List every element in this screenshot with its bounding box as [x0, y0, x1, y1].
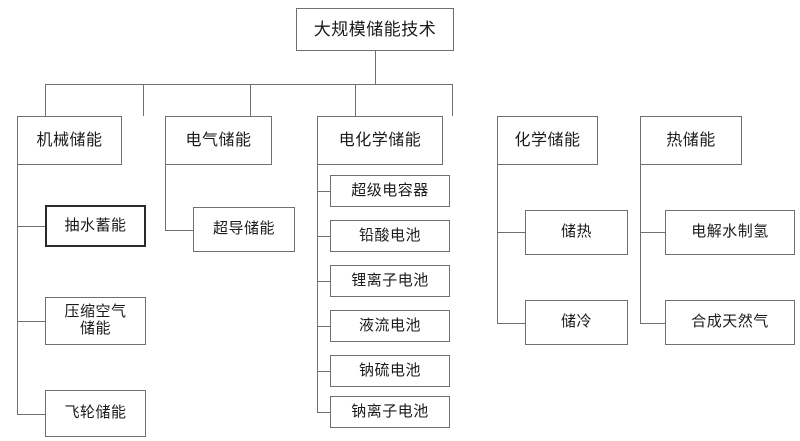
connector-stub-synthetic-natural-gas — [640, 323, 665, 324]
leaf-node-compressed-air[interactable]: 压缩空气 储能 — [45, 297, 146, 345]
root-node-large-scale-energy-storage[interactable]: 大规模储能技术 — [296, 8, 454, 51]
connector-stub-sodium-sulfur — [317, 371, 330, 372]
connector-stub-compressed-air — [17, 321, 45, 322]
leaf-node-sodium-ion[interactable]: 钠离子电池 — [330, 396, 450, 428]
connector-stub-flow-battery — [317, 326, 330, 327]
connector-drop-mechanical — [45, 84, 46, 116]
leaf-node-synthetic-natural-gas[interactable]: 合成天然气 — [665, 300, 795, 345]
leaf-node-heat-storage[interactable]: 储热 — [525, 210, 628, 255]
leaf-node-lithium-ion[interactable]: 锂离子电池 — [330, 265, 450, 297]
leaf-node-superconducting[interactable]: 超导储能 — [193, 207, 295, 252]
branch-node-electrochemical[interactable]: 电化学储能 — [317, 116, 443, 165]
connector-spine-thermal — [640, 140, 641, 323]
connector-spine-chemical — [497, 140, 498, 323]
connector-stub-pumped-hydro — [17, 226, 45, 227]
connector-stub-lead-acid — [317, 236, 330, 237]
connector-drop-electrochemical — [250, 84, 251, 116]
connector-main-bus — [45, 84, 453, 85]
connector-stub-lithium-ion — [317, 281, 330, 282]
connector-spine-mechanical — [17, 140, 18, 414]
connector-drop-thermal — [452, 84, 453, 116]
connector-root-stem — [375, 51, 376, 85]
leaf-node-flow-battery[interactable]: 液流电池 — [330, 310, 450, 342]
branch-node-chemical[interactable]: 化学储能 — [497, 116, 598, 165]
leaf-node-supercapacitor[interactable]: 超级电容器 — [330, 175, 450, 207]
leaf-node-lead-acid[interactable]: 铅酸电池 — [330, 220, 450, 252]
branch-node-electrical[interactable]: 电气储能 — [165, 116, 272, 165]
connector-spine-electrochemical — [317, 140, 318, 412]
leaf-node-water-electrolysis-hydrogen[interactable]: 电解水制氢 — [665, 210, 795, 255]
connector-spine-electrical — [165, 140, 166, 230]
branch-node-thermal[interactable]: 热储能 — [640, 116, 742, 165]
connector-stub-flywheel — [17, 414, 45, 415]
branch-node-mechanical[interactable]: 机械储能 — [17, 116, 122, 165]
connector-stub-sodium-ion — [317, 412, 330, 413]
leaf-node-pumped-hydro[interactable]: 抽水蓄能 — [45, 205, 146, 247]
leaf-node-flywheel[interactable]: 飞轮储能 — [45, 390, 146, 437]
connector-stub-heat-storage — [497, 232, 525, 233]
connector-drop-electrical — [143, 84, 144, 116]
leaf-node-cold-storage[interactable]: 储冷 — [525, 300, 628, 345]
connector-drop-chemical — [355, 84, 356, 116]
connector-stub-water-electrolysis-hydrogen — [640, 232, 665, 233]
connector-stub-cold-storage — [497, 323, 525, 324]
connector-stub-supercapacitor — [317, 191, 330, 192]
leaf-node-sodium-sulfur[interactable]: 钠硫电池 — [330, 355, 450, 387]
connector-stub-superconducting — [165, 230, 193, 231]
